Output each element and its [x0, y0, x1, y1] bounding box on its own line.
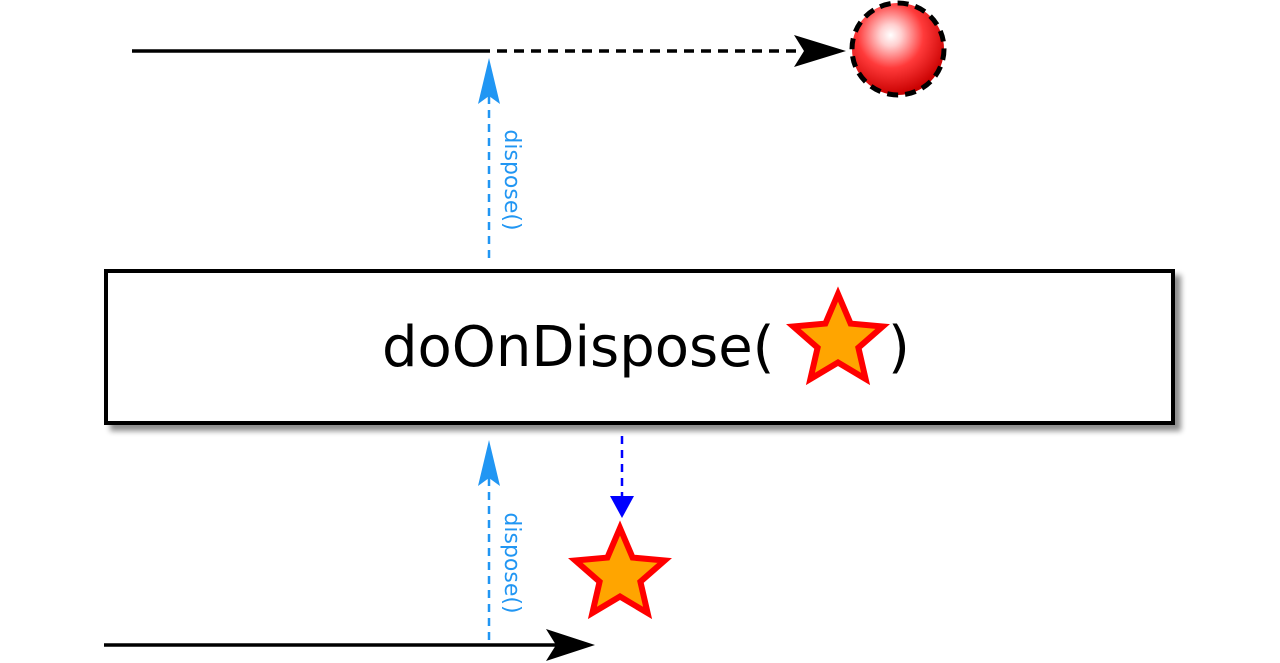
result-timeline	[132, 0, 947, 98]
dispose-label-upper: dispose()	[499, 129, 524, 230]
result-timeline-arrowhead	[794, 35, 846, 67]
action-arrow	[610, 436, 634, 518]
action-arrowhead	[610, 496, 634, 518]
source-timeline	[104, 629, 595, 661]
star-icon	[568, 520, 672, 620]
dispose-label-lower: dispose()	[499, 512, 524, 613]
operator-box: doOnDispose( )	[104, 269, 1175, 425]
operator-close-paren: )	[888, 315, 910, 380]
dispose-arrow-lower: dispose()	[478, 440, 524, 640]
dispose-arrowhead-upper	[478, 58, 500, 104]
source-timeline-arrowhead	[546, 629, 595, 661]
operator-name: doOnDispose(	[382, 315, 775, 380]
dispose-arrowhead-lower	[478, 440, 500, 486]
red-ball-icon	[849, 0, 947, 98]
star-icon	[786, 286, 890, 386]
dispose-arrow-upper: dispose()	[478, 58, 524, 258]
